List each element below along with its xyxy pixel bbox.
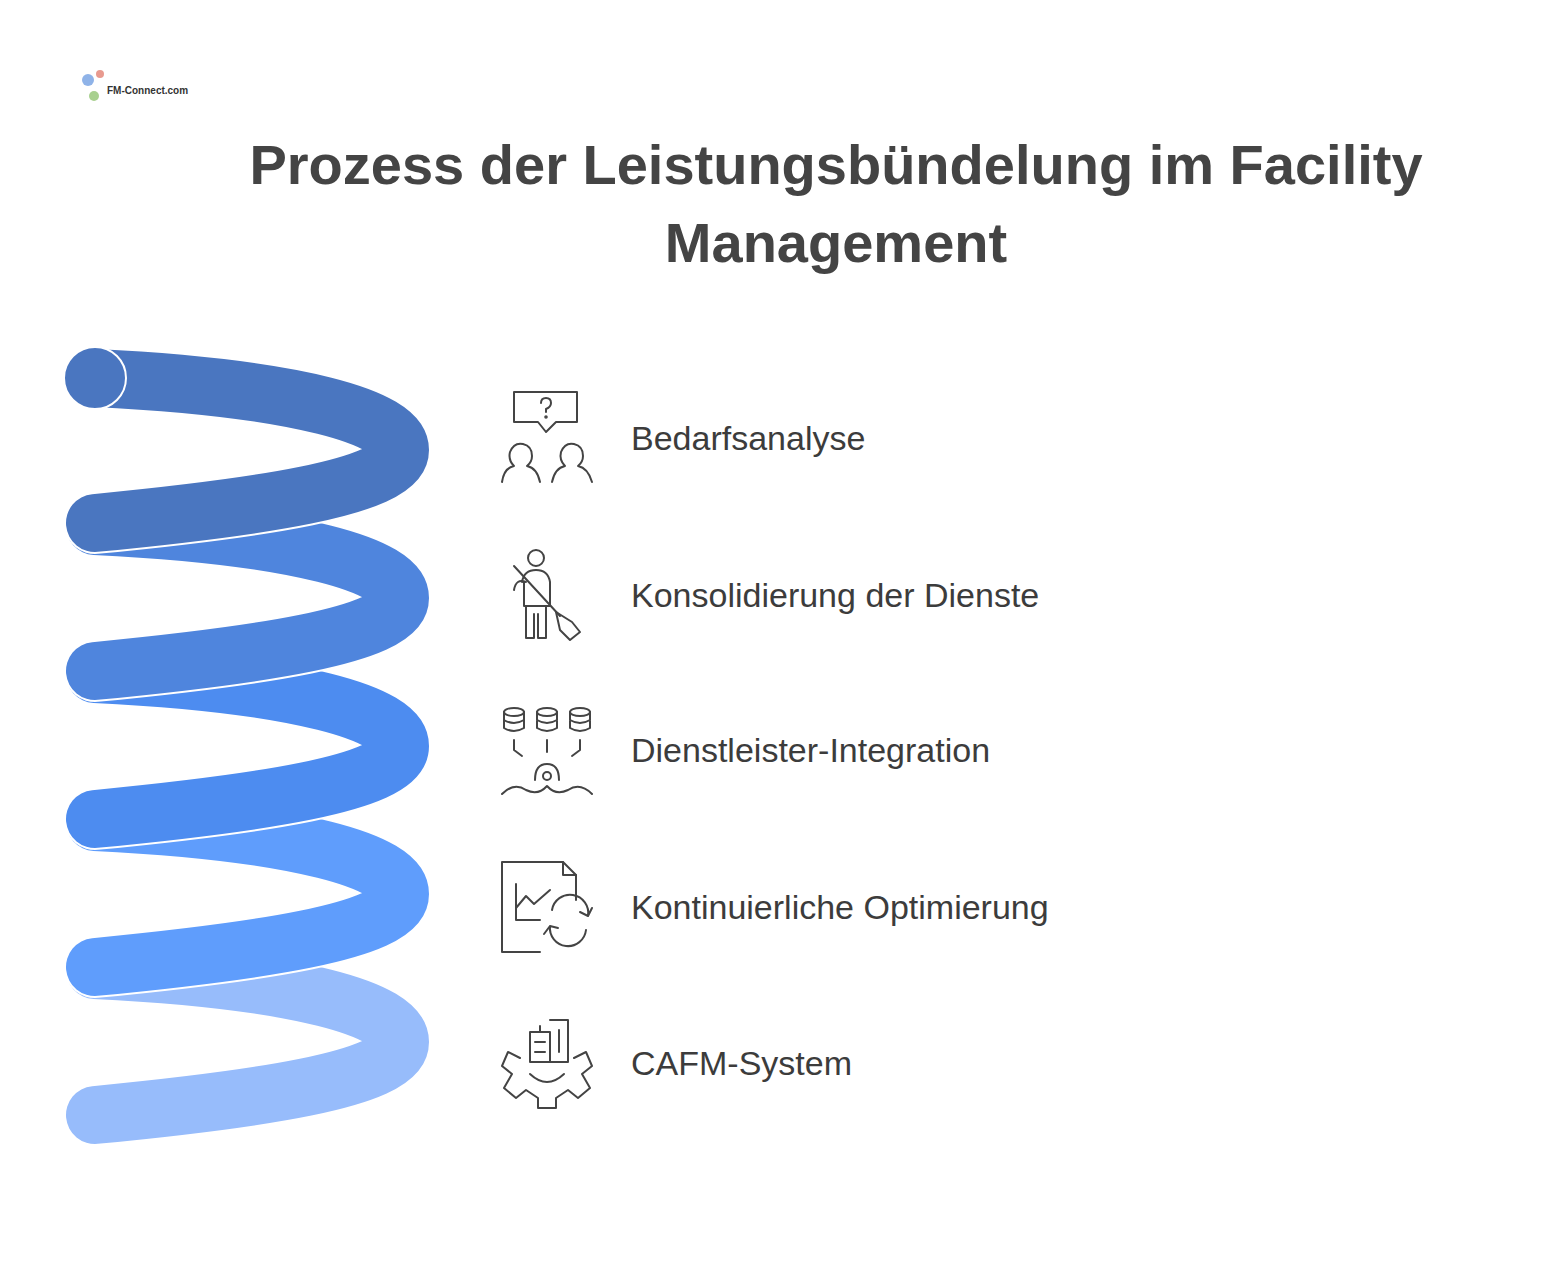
logo-mark <box>82 70 104 101</box>
step-label: Konsolidierung der Dienste <box>631 575 1039 615</box>
optimization-icon <box>502 862 592 952</box>
integration-icon <box>502 708 592 794</box>
cleaning-staff-icon <box>514 550 580 640</box>
step-label: Bedarfsanalyse <box>631 418 865 458</box>
step-label: Kontinuierliche Optimierung <box>631 887 1049 927</box>
analysis-icon <box>502 392 592 482</box>
step-label: CAFM-System <box>631 1043 852 1083</box>
diagram-title: Prozess der Leistungsbündelung im Facili… <box>176 126 1496 282</box>
logo-text: FM-Connect.com <box>107 85 188 96</box>
cafm-icon <box>502 1020 592 1108</box>
step-label: Dienstleister-Integration <box>631 730 990 770</box>
